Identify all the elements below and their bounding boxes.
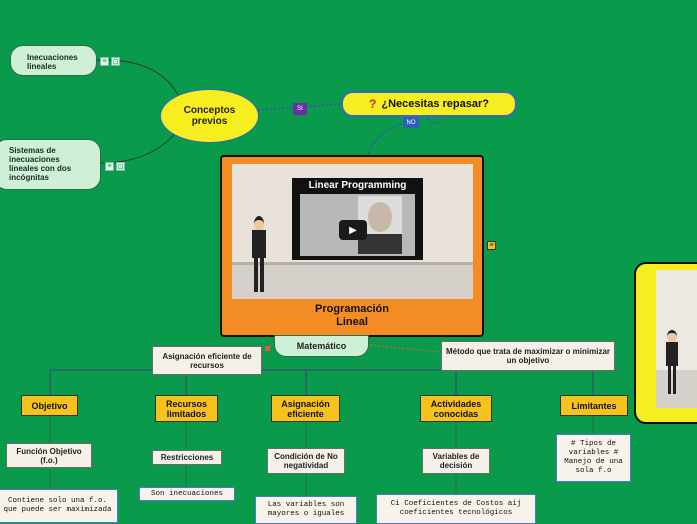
conceptos-previos-label: Conceptos previos: [183, 105, 236, 127]
right-video-node[interactable]: [634, 262, 697, 424]
no-negatividad-detail-node[interactable]: Las variables son mayores o iguales: [255, 496, 357, 524]
matematico-node[interactable]: Matemático: [274, 335, 369, 357]
metodo-label: Método que trata de maximizar o minimiza…: [445, 347, 611, 365]
limitantes-detail-label: # Tipos de variables # Manejo de una sol…: [564, 440, 623, 475]
video-thumbnail[interactable]: Linear Programming ▶: [232, 164, 473, 299]
funcion-objetivo-label: Función Objetivo (f.o.): [16, 446, 82, 465]
metodo-node[interactable]: Método que trata de maximizar o minimiza…: [441, 341, 615, 371]
red-marker-icon: [265, 346, 270, 351]
limitantes-node[interactable]: Limitantes: [560, 395, 628, 416]
objetivo-detail-node[interactable]: Contiene solo una f.o. que puede ser max…: [0, 489, 118, 523]
variables-decision-node[interactable]: Variables de decisión: [422, 448, 490, 474]
character-figure: [252, 216, 266, 296]
sistemas-label: Sistemas de inecuaciones lineales con do…: [9, 146, 72, 182]
asignacion-recursos-label: Asignación eficiente de recursos: [162, 351, 252, 370]
notes-icon[interactable]: ≡: [105, 162, 114, 171]
link-icon[interactable]: ⊡: [111, 57, 120, 66]
play-button[interactable]: ▶: [339, 220, 367, 240]
variables-decision-label: Variables de decisión: [432, 452, 480, 470]
asignacion-eficiente-node[interactable]: Asignación eficiente: [271, 395, 340, 422]
si-label: SI: [293, 103, 307, 115]
variables-decision-detail-label: Ci Coeficientes de Costos aij coeficient…: [390, 500, 522, 517]
funcion-objetivo-node[interactable]: Función Objetivo (f.o.): [6, 443, 92, 468]
actividades-conocidas-node[interactable]: Actividades conocidas: [420, 395, 492, 422]
video-title: Linear Programming: [308, 180, 407, 191]
programacion-lineal-label: Programación Lineal: [315, 303, 389, 328]
asignacion-recursos-node[interactable]: Asignación eficiente de recursos: [152, 346, 262, 375]
objetivo-label: Objetivo: [31, 400, 68, 411]
objetivo-detail-label: Contiene solo una f.o. que puede ser max…: [3, 497, 112, 514]
no-negatividad-node[interactable]: Condición de No negatividad: [267, 448, 345, 474]
link-icon[interactable]: ⊡: [116, 162, 125, 171]
inecuaciones-lineales-label: Inecuaciones lineales: [27, 53, 78, 71]
necesitas-repasar-node[interactable]: ? ¿Necesitas repasar?: [341, 91, 517, 117]
objetivo-node[interactable]: Objetivo: [21, 395, 78, 416]
question-icon: ?: [369, 97, 377, 111]
restricciones-node[interactable]: Restricciones: [152, 450, 222, 465]
restricciones-label: Restricciones: [160, 453, 214, 462]
necesitas-repasar-label: ¿Necesitas repasar?: [381, 98, 489, 110]
notes-icon[interactable]: ≡: [487, 241, 496, 250]
limitantes-detail-node[interactable]: # Tipos de variables # Manejo de una sol…: [556, 434, 631, 482]
inecuaciones-lineales-node[interactable]: Inecuaciones lineales: [10, 45, 97, 76]
restricciones-detail-label: Son inecuaciones: [150, 489, 223, 498]
no-negatividad-detail-label: Las variables son mayores o iguales: [267, 501, 345, 518]
person-photo: [358, 196, 402, 254]
no-label: NO: [403, 117, 419, 128]
notes-icon[interactable]: ≡: [100, 57, 109, 66]
asignacion-eficiente-label: Asignación eficiente: [281, 398, 330, 419]
restricciones-detail-node[interactable]: Son inecuaciones: [139, 487, 235, 501]
matematico-label: Matemático: [296, 341, 347, 351]
video-frame: Linear Programming ▶: [292, 178, 423, 260]
sistemas-node[interactable]: Sistemas de inecuaciones lineales con do…: [0, 139, 101, 190]
character-figure: [666, 330, 678, 396]
actividades-conocidas-label: Actividades conocidas: [430, 398, 482, 419]
programacion-lineal-node[interactable]: Linear Programming ▶ Programación Lineal: [220, 155, 484, 337]
no-negatividad-label: Condición de No negatividad: [274, 452, 338, 470]
recursos-limitados-node[interactable]: Recursos limitados: [155, 395, 218, 422]
limitantes-label: Limitantes: [571, 400, 617, 411]
conceptos-previos-node[interactable]: Conceptos previos: [160, 89, 259, 143]
recursos-limitados-label: Recursos limitados: [165, 398, 208, 419]
